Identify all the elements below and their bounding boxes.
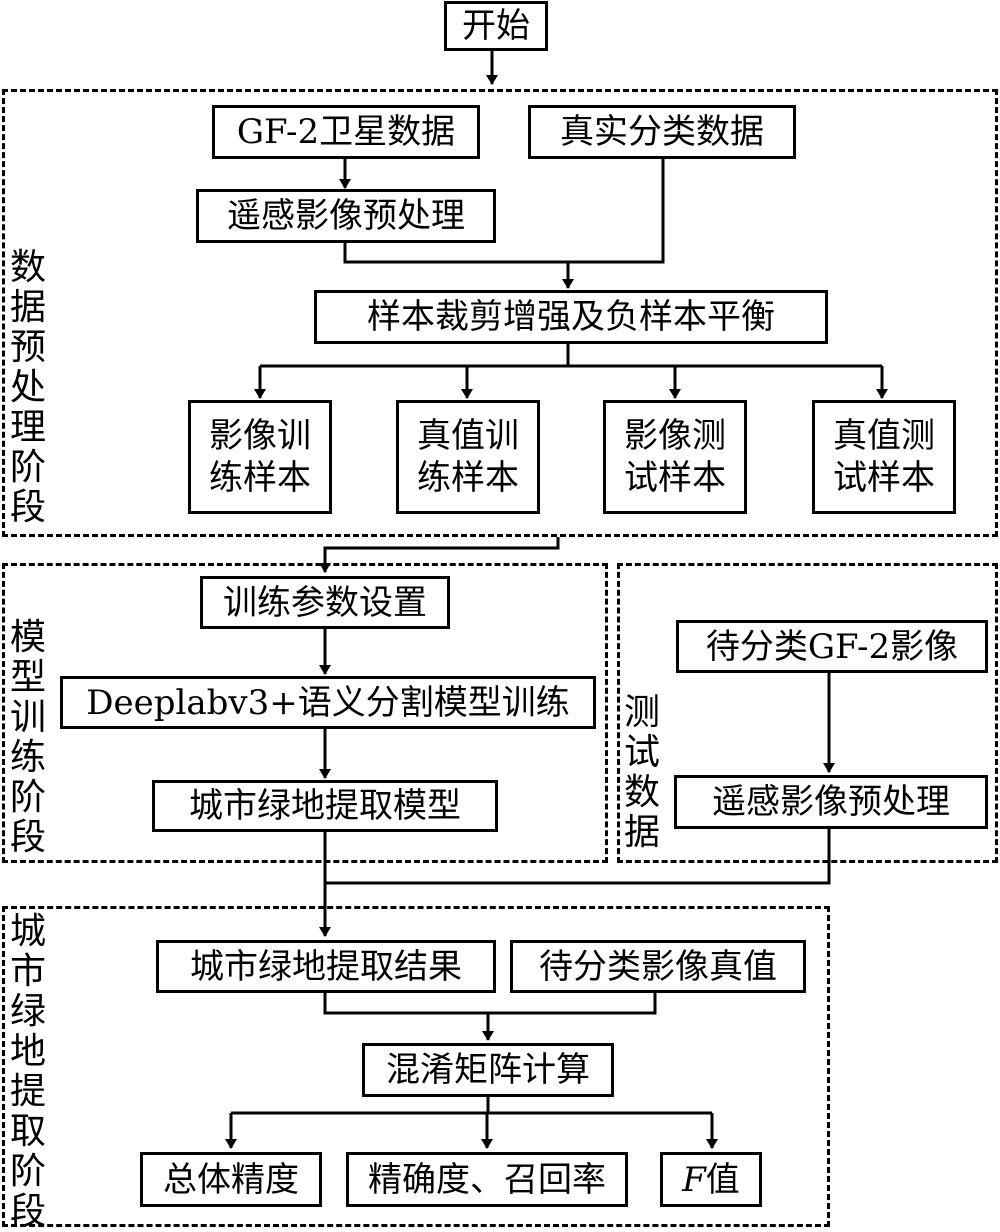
node-ground-truth: 真实分类数据 — [528, 105, 796, 159]
node-greenspace-result: 城市绿地提取结果 — [156, 940, 496, 993]
stage-test-data-label: 测试数据 — [623, 692, 660, 853]
stage-training — [2, 563, 608, 863]
start-node: 开始 — [444, 1, 548, 51]
node-train-params: 训练参数设置 — [200, 576, 450, 629]
node-deeplab-training: Deeplabv3+语义分割模型训练 — [60, 676, 596, 729]
node-gt-test-sample: 真值测试样本 — [812, 400, 956, 514]
node-img-test-sample: 影像测试样本 — [603, 400, 747, 514]
node-sample-augment: 样本裁剪增强及负样本平衡 — [314, 290, 828, 344]
node-rs-preprocess-test: 遥感影像预处理 — [674, 775, 988, 829]
node-gf2-data: GF-2卫星数据 — [212, 105, 480, 159]
stage-test-data — [617, 563, 998, 863]
node-gt-train-sample: 真值训练样本 — [396, 400, 540, 514]
node-to-classify-truth: 待分类影像真值 — [510, 940, 806, 993]
node-img-train-sample: 影像训练样本 — [188, 400, 332, 514]
node-overall-accuracy: 总体精度 — [140, 1152, 322, 1207]
stage-extraction — [2, 906, 830, 1227]
node-rs-preprocess: 遥感影像预处理 — [196, 189, 496, 243]
stage-training-label: 模型训练阶段 — [9, 617, 46, 858]
f-letter: F — [682, 1159, 706, 1200]
f-value-suffix: 值 — [705, 1159, 740, 1200]
node-to-classify-gf2: 待分类GF-2影像 — [676, 620, 988, 673]
stage-preprocess — [2, 89, 998, 537]
stage-preprocess-label: 数据预处理阶段 — [9, 247, 46, 528]
node-confusion-matrix: 混淆矩阵计算 — [362, 1043, 614, 1097]
node-precision-recall: 精确度、召回率 — [346, 1152, 628, 1207]
stage-extraction-label: 城市绿地提取阶段 — [9, 911, 46, 1232]
node-greenspace-model: 城市绿地提取模型 — [152, 780, 498, 832]
